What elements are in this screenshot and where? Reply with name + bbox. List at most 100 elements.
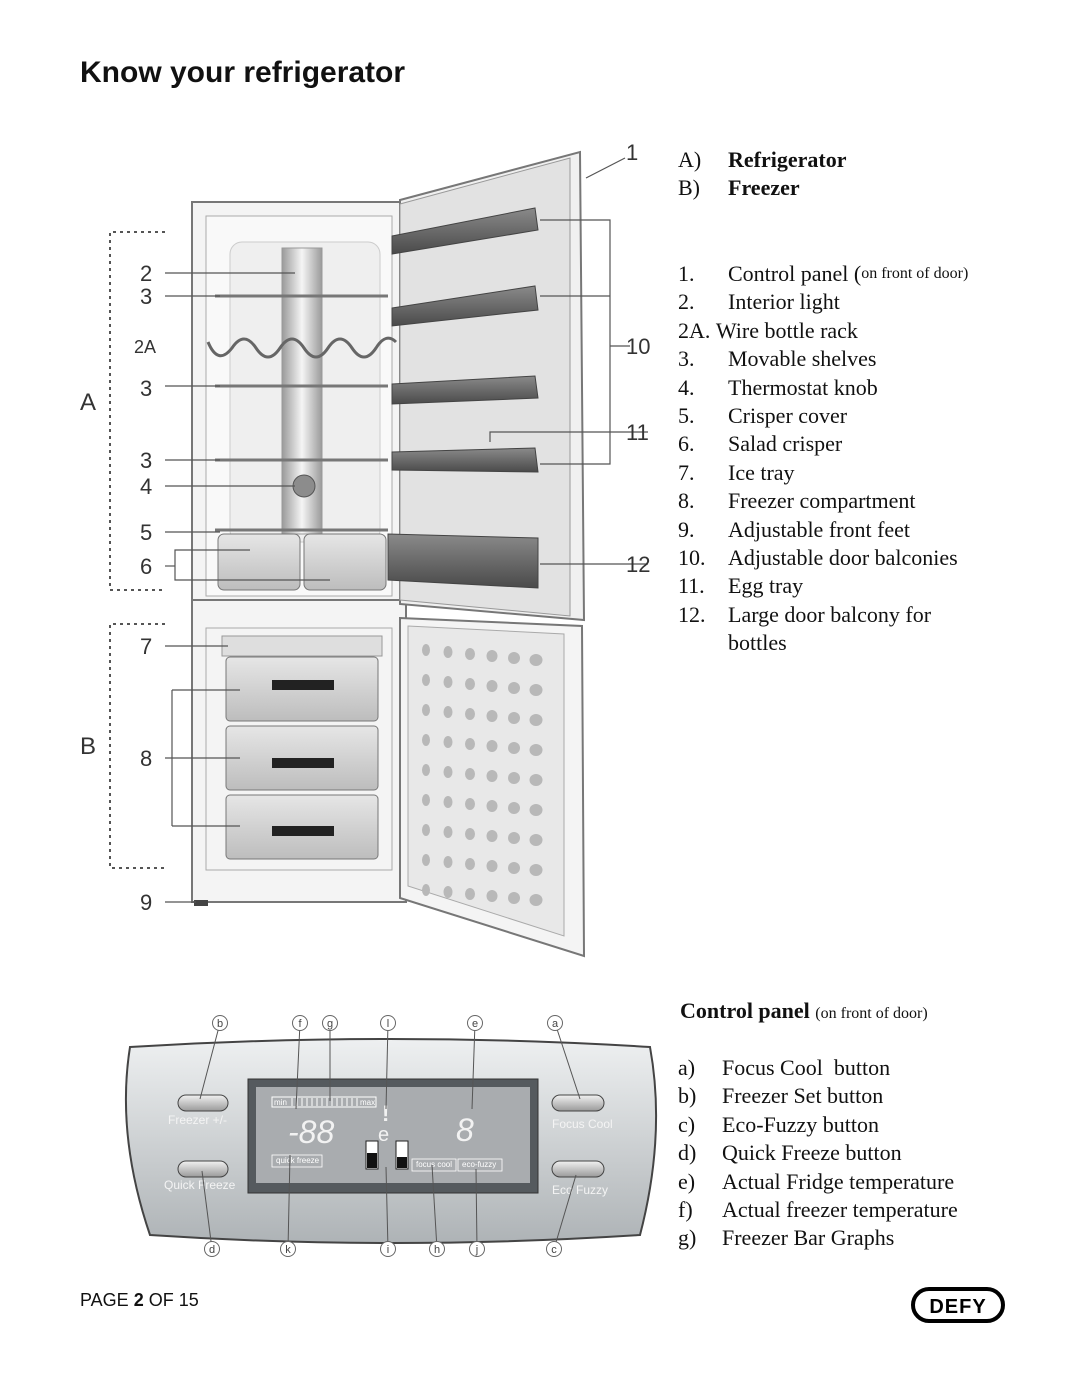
door-dimple [465,678,475,690]
item-key: c) [678,1111,696,1137]
door-dimple [443,886,453,898]
callout-label: d [209,1244,215,1256]
freezer-set-button[interactable] [177,1094,229,1112]
door-dimple [486,680,498,692]
callout-circle [204,1241,220,1257]
callout-line [554,1022,581,1100]
door-dimple [529,834,543,846]
defy-logo: DEFY [911,1287,1005,1323]
item-key: 11. [678,573,705,599]
door-dimple [422,824,430,836]
door-dimple [443,646,453,658]
eco-fuzzy-indicator: eco-fuzzy [462,1160,496,1169]
label-8: 8 [140,746,152,771]
legend-label: Freezer [728,175,800,201]
page-prefix: PAGE [80,1290,134,1310]
list-item: 2. Interior light [678,288,968,316]
list-item: 12. Large door balcony for [678,601,968,629]
door-dimple [422,884,430,896]
callout-line [471,1022,476,1110]
label-10: 10 [626,334,650,359]
eco-indicator: e [378,1124,389,1146]
door-dimple [529,864,543,876]
item-key: 4. [678,374,695,400]
item-key: 9. [678,516,695,542]
list-item: 11. Egg tray [678,572,968,600]
door-dimple [529,804,543,816]
quick-freeze-label: Quick Freeze [164,1178,236,1192]
callout-label: h [434,1244,440,1256]
label-1: 1 [626,140,638,165]
door-dimple [486,710,498,722]
door-dimple [508,772,520,784]
door-dimple [443,736,453,748]
actual-fridge-temperature: 8 [456,1112,474,1148]
item-key: 2A. [678,317,711,343]
door-dimple [465,828,475,840]
item-label: Large door balcony for [728,601,932,627]
door-dimple [529,744,543,756]
page-title: Know your refrigerator [80,56,406,89]
freezer-compartment [221,635,383,860]
movable-shelves [215,294,388,532]
item-label: Movable shelves [728,346,877,372]
item-label: Egg tray [728,573,804,599]
label-section-a: A [80,389,96,416]
item-label: Freezer Set button [722,1083,884,1109]
door-dimple [422,644,430,656]
freezer-door [399,616,586,958]
callout-label: l [387,1018,389,1030]
item-key: b) [678,1083,697,1109]
callout-label: c [551,1244,557,1256]
callout-line [199,1022,221,1100]
item-key: 2. [678,289,695,315]
door-dimple [529,894,543,906]
freezer-button-label: Freezer +/- [168,1113,227,1127]
door-dimple [508,712,520,724]
item-label: Interior light [728,289,840,315]
door-dimple [486,800,498,812]
label-3c: 3 [140,448,152,473]
parts-legend: 1.Control panel (on front of door) 2.Int… [678,260,968,658]
list-item: 10.Adjustable door balconies [678,544,968,572]
leader-lines [165,157,648,903]
control-panel-diagram: Freezer +/- Quick Freeze Focus Cool Eco … [124,1015,658,1257]
item-label: Thermostat knob [728,374,878,400]
door-dimple [422,674,430,686]
callout-circle [429,1241,445,1257]
list-item: e)Actual Fridge temperature [678,1168,958,1196]
label-section-b: B [80,733,96,760]
callout-label: g [327,1018,333,1030]
list-item: g)Freezer Bar Graphs [678,1224,958,1252]
quick-freeze-button[interactable] [177,1160,229,1178]
eco-fuzzy-button[interactable] [551,1160,605,1178]
callout-circle [322,1015,338,1031]
callout-line [287,1154,291,1250]
door-dimple [508,682,520,694]
list-item: 2A. Wire bottle rack [678,317,968,345]
callout-circle [467,1015,483,1031]
item-key: 10. [678,545,706,571]
door-dimple [508,862,520,874]
door-dimple [422,734,430,746]
door-dimple [422,764,430,776]
callout-circle [546,1241,562,1257]
list-item: b) Freezer Set button [678,1082,958,1110]
callout-label: j [475,1244,478,1256]
focus-cool-button[interactable] [551,1094,605,1112]
callout-line [431,1164,438,1250]
door-dimple [529,774,543,786]
item-key: 3. [678,346,695,372]
callout-line [553,1174,577,1250]
callout-label: i [387,1244,389,1256]
callout-label: k [285,1244,291,1256]
item-label: Quick Freeze button [722,1140,902,1166]
door-dimple [443,826,453,838]
page-suffix: OF 15 [143,1290,199,1310]
item-label: Ice tray [728,459,795,485]
door-dimple [465,768,475,780]
item-key: 12. [678,601,706,627]
item-key: g) [678,1225,697,1251]
bar-min-label: min [274,1098,287,1107]
large-door-balcony [387,533,539,589]
